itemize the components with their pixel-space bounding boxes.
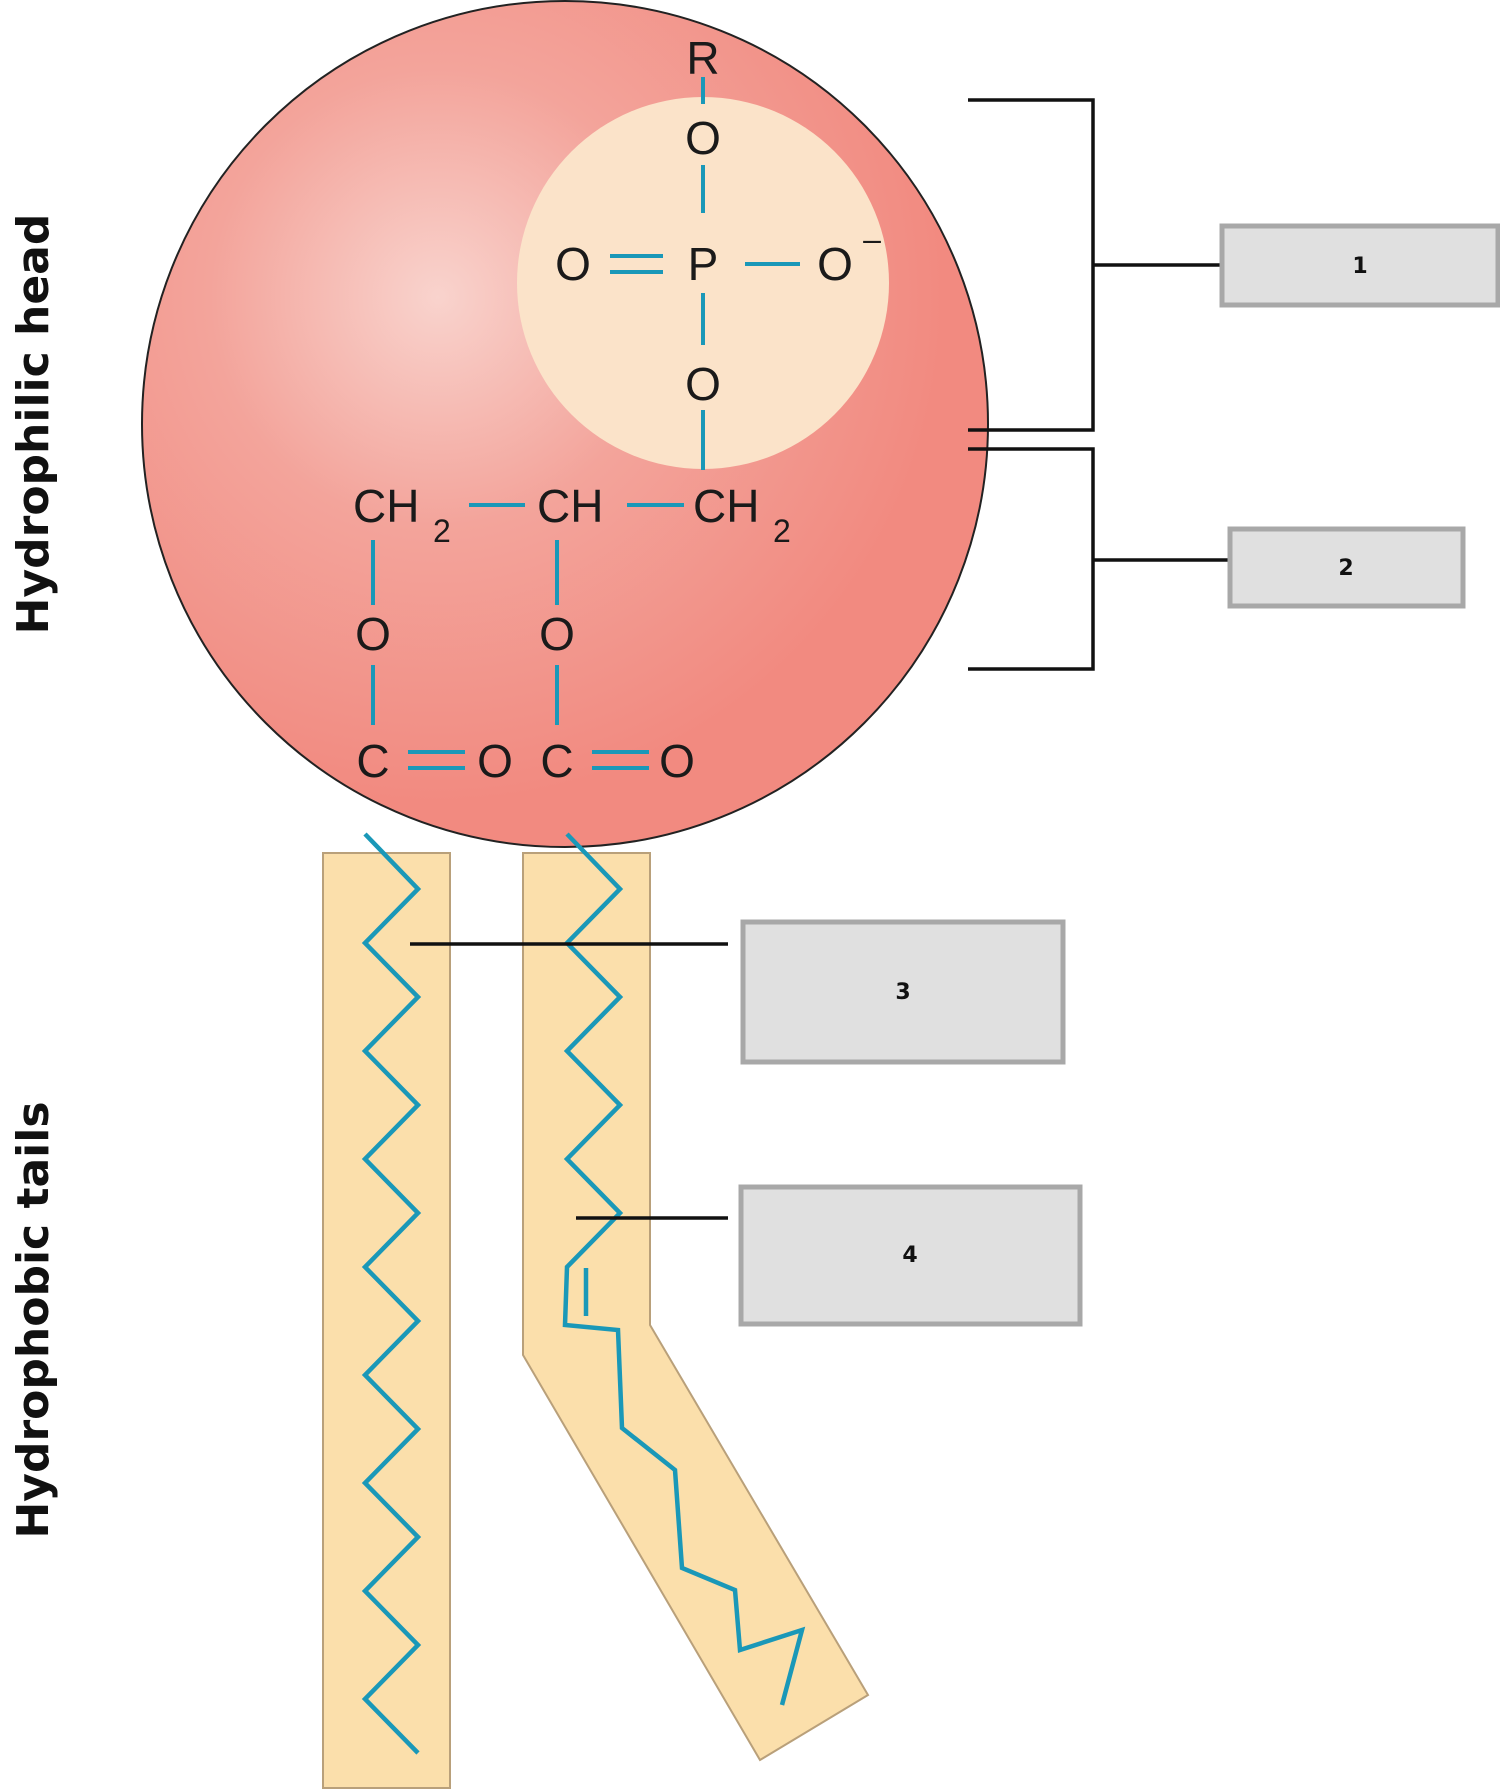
atom-o-left: O <box>555 238 591 290</box>
atom-ch2-right: CH <box>693 480 759 532</box>
label-box-1[interactable]: 1 <box>1219 223 1500 308</box>
hydrophilic-head-label: Hydrophilic head <box>8 214 59 635</box>
hydrophilic-head <box>141 0 989 848</box>
atom-o-carbonyl-left: O <box>477 735 513 787</box>
saturated-chain <box>361 832 422 1755</box>
atom-o-carbonyl-right: O <box>659 735 695 787</box>
atom-c-right: C <box>540 735 573 787</box>
label-box-4[interactable]: 4 <box>738 1184 1083 1327</box>
bracket-glycerol <box>968 447 1095 671</box>
hydrophobic-tails-label: Hydrophobic tails <box>8 1101 59 1538</box>
label-box-3[interactable]: 3 <box>740 919 1066 1065</box>
phosphate-group <box>517 97 889 469</box>
right-tail <box>522 852 870 1762</box>
atom-o-ester-right: O <box>539 608 575 660</box>
negative-charge: – <box>863 221 881 257</box>
unsaturated-chain <box>562 832 806 1706</box>
atom-c-left: C <box>356 735 389 787</box>
atom-o-ester-left: O <box>355 608 391 660</box>
atom-ch: CH <box>537 480 603 532</box>
atom-o-top: O <box>685 112 721 164</box>
atom-ch2-right-sub: 2 <box>773 513 791 549</box>
atom-p: P <box>688 238 719 290</box>
label-box-2-text: 2 <box>1338 556 1353 581</box>
atom-r: R <box>686 32 719 84</box>
label-box-3-text: 3 <box>895 980 910 1005</box>
label-box-1-text: 1 <box>1352 254 1367 279</box>
label-box-4-text: 4 <box>902 1243 917 1268</box>
atom-o-mid: O <box>685 358 721 410</box>
label-box-2[interactable]: 2 <box>1227 526 1466 609</box>
atom-ch2-left: CH <box>353 480 419 532</box>
left-tail <box>322 852 451 1789</box>
atom-ch2-left-sub: 2 <box>433 513 451 549</box>
atom-o-right: O <box>817 238 853 290</box>
